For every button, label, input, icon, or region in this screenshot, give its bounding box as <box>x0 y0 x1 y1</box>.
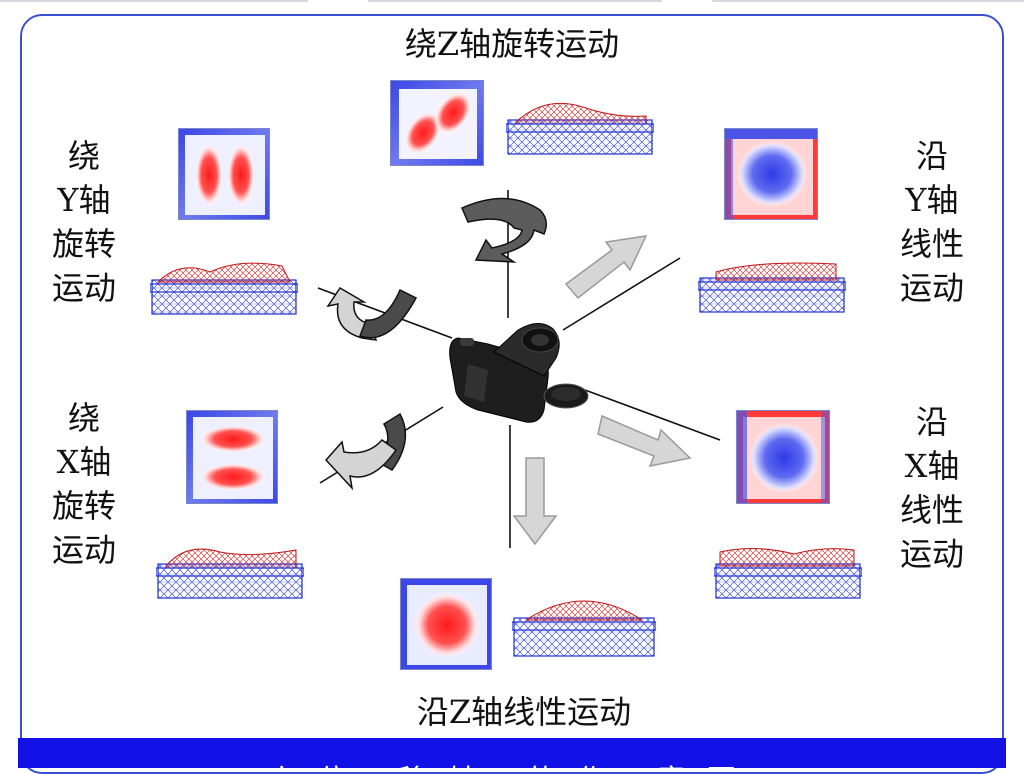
label-x-rotation-line: 绕 <box>67 399 100 437</box>
label-x-linear-line: 沿 <box>915 403 948 441</box>
mode-plot-z-rotation <box>390 80 484 166</box>
mode-plot-y-linear <box>724 128 818 220</box>
z-linear-arrow <box>512 457 558 546</box>
footer-title: 六位 移轴 的作 意图 <box>18 756 1006 768</box>
label-y-linear: 沿 Y轴 线性 运动 <box>888 134 976 310</box>
top-strip-right <box>712 0 1024 2</box>
label-x-rotation-line: X轴 <box>56 443 112 481</box>
top-strip-middle <box>368 0 662 2</box>
label-x-rotation-line: 运动 <box>51 531 116 569</box>
mode-plot-y-rotation <box>178 128 270 220</box>
x-axis-right <box>584 389 721 441</box>
mesh-y-rotation <box>150 262 298 315</box>
top-strip-left <box>0 0 308 2</box>
mesh-z-linear <box>512 600 656 657</box>
curved-rotation-arrow-icon <box>324 412 407 491</box>
label-x-rotation-line: 旋转 <box>51 487 116 525</box>
footer-bar: 六位 移轴 的作 意图 <box>18 738 1006 768</box>
mesh-y-linear <box>698 262 846 313</box>
mode-plot-z-linear <box>400 578 492 670</box>
label-x-linear-line: 线性 <box>899 491 964 529</box>
mesh-x-rotation <box>156 548 304 599</box>
label-y-linear-line: Y轴 <box>905 181 959 219</box>
label-y-rotation: 绕 Y轴 旋转 运动 <box>40 134 128 310</box>
label-z-rotation: 绕Z轴旋转运动 <box>404 25 620 63</box>
label-x-linear: 沿 X轴 线性 运动 <box>888 400 976 576</box>
mesh-x-linear <box>714 547 862 599</box>
label-y-rotation-line: 绕 <box>67 137 100 175</box>
label-y-rotation-line: 旋转 <box>51 225 116 263</box>
label-x-rotation: 绕 X轴 旋转 运动 <box>40 396 128 572</box>
straight-arrow-icon <box>512 235 692 546</box>
label-y-linear-line: 沿 <box>915 137 948 175</box>
x-linear-arrow <box>597 414 692 468</box>
label-x-linear-line: 运动 <box>899 535 964 573</box>
label-x-linear-line: X轴 <box>904 447 960 485</box>
mode-plot-x-rotation <box>186 410 278 504</box>
label-y-rotation-line: Y轴 <box>57 181 111 219</box>
curved-rotation-arrow-icon <box>326 286 418 341</box>
mode-plot-x-linear <box>736 410 830 504</box>
label-y-rotation-line: 运动 <box>51 269 116 307</box>
y-linear-arrow <box>564 235 648 300</box>
label-z-linear: 沿Z轴线性运动 <box>416 693 632 731</box>
label-y-linear-line: 运动 <box>899 269 964 307</box>
camera-icon <box>449 323 589 423</box>
mesh-z-rotation <box>506 102 654 155</box>
label-y-linear-line: 线性 <box>899 225 964 263</box>
curved-rotation-arrow-icon <box>461 197 547 263</box>
y-axis-right <box>562 257 681 331</box>
